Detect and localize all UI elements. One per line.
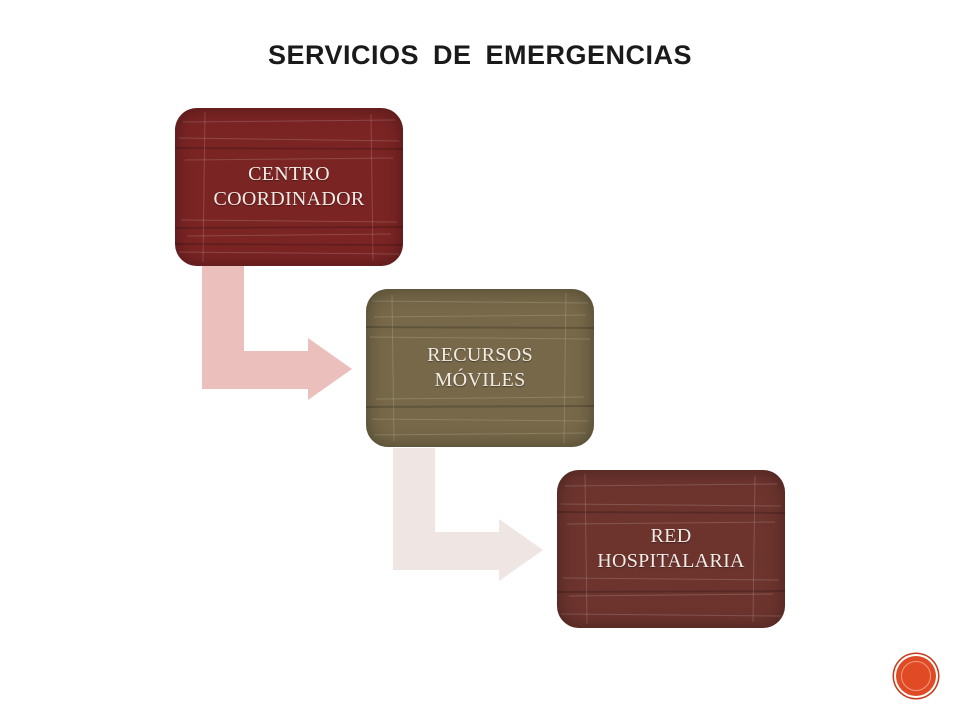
next-slide-circle-icon[interactable] — [896, 656, 936, 696]
step-label-line2: COORDINADOR — [213, 188, 365, 210]
step-label-line1: CENTRO — [248, 163, 330, 185]
connector-arrow-1 — [202, 266, 352, 400]
step-label-line2: MÓVILES — [434, 369, 526, 391]
connector-arrow-2 — [393, 448, 543, 581]
nav-circle-ring — [901, 661, 931, 691]
step-label-line1: RECURSOS — [427, 344, 533, 366]
step-centro-coordinador: CENTRO COORDINADOR — [175, 108, 403, 266]
step-recursos-moviles: RECURSOS MÓVILES — [366, 289, 594, 447]
step-label-line1: RED — [650, 525, 692, 547]
slide-title: SERVICIOS DE EMERGENCIAS — [267, 40, 693, 70]
step-red-hospitalaria: RED HOSPITALARIA — [557, 470, 785, 628]
step-label-line2: HOSPITALARIA — [597, 550, 745, 572]
